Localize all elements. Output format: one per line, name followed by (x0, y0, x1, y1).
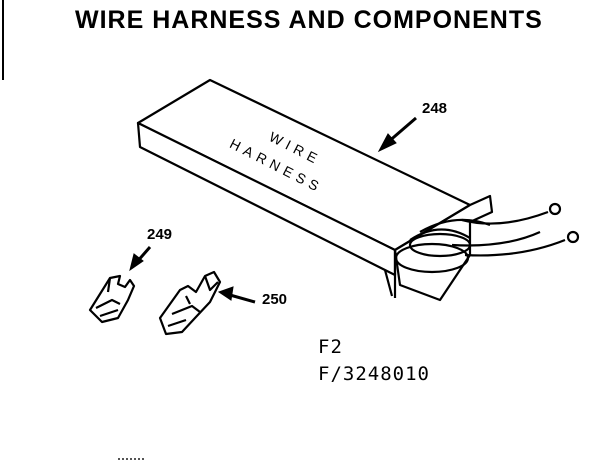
terminal-249 (88, 274, 136, 324)
reference-code: F/3248010 (318, 363, 430, 385)
figure-code: F2 (318, 336, 343, 358)
callout-248: 248 (422, 100, 448, 117)
page-title: WIRE HARNESS AND COMPONENTS (75, 6, 543, 34)
wire-lead-lower (464, 238, 566, 257)
wire-lead-upper (461, 210, 549, 225)
wire-coil (394, 242, 470, 274)
terminal-250 (158, 270, 222, 336)
ring-terminal-upper (548, 202, 562, 216)
wire-harness-box (136, 78, 580, 302)
scan-dots (118, 458, 144, 460)
callout-250: 250 (262, 291, 288, 308)
callout-249: 249 (147, 226, 173, 243)
ring-terminal-lower (566, 230, 580, 244)
arrow-250 (229, 293, 256, 304)
page-edge-mark (2, 0, 4, 80)
